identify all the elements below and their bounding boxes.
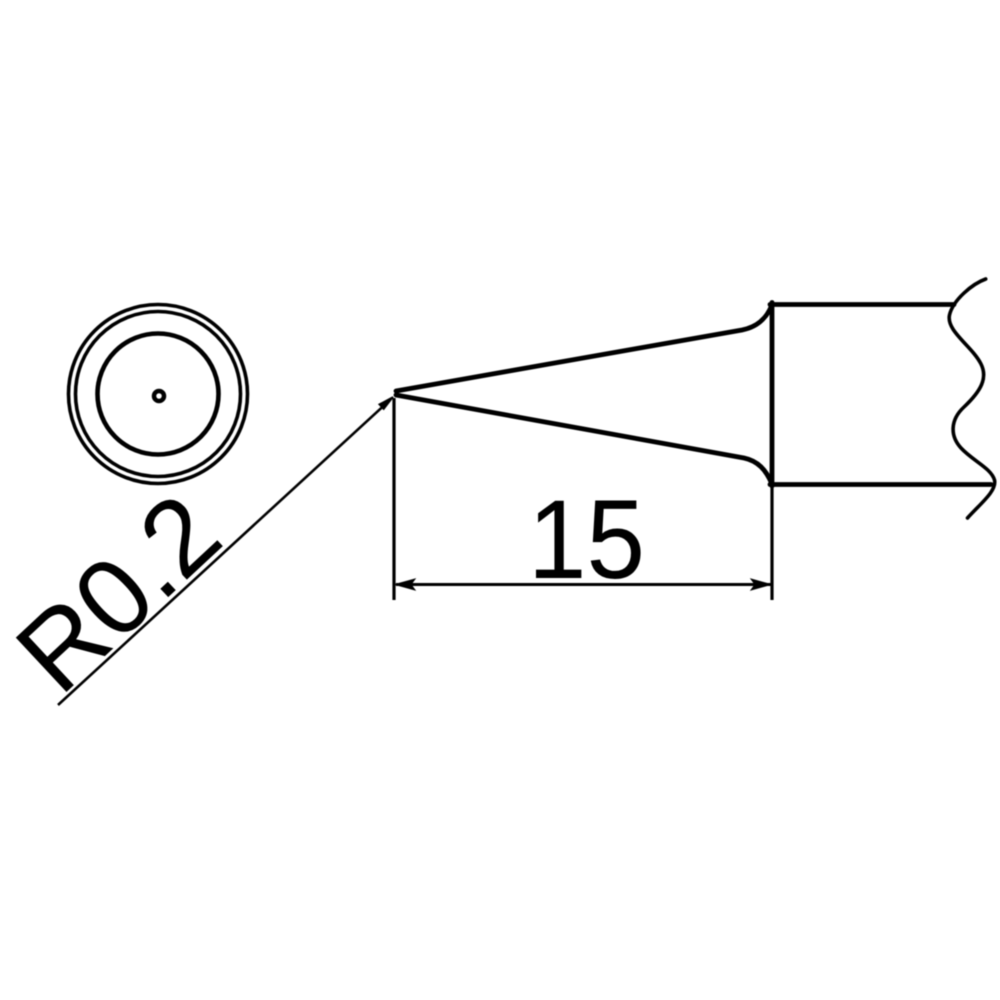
svg-text:15: 15	[528, 477, 645, 602]
